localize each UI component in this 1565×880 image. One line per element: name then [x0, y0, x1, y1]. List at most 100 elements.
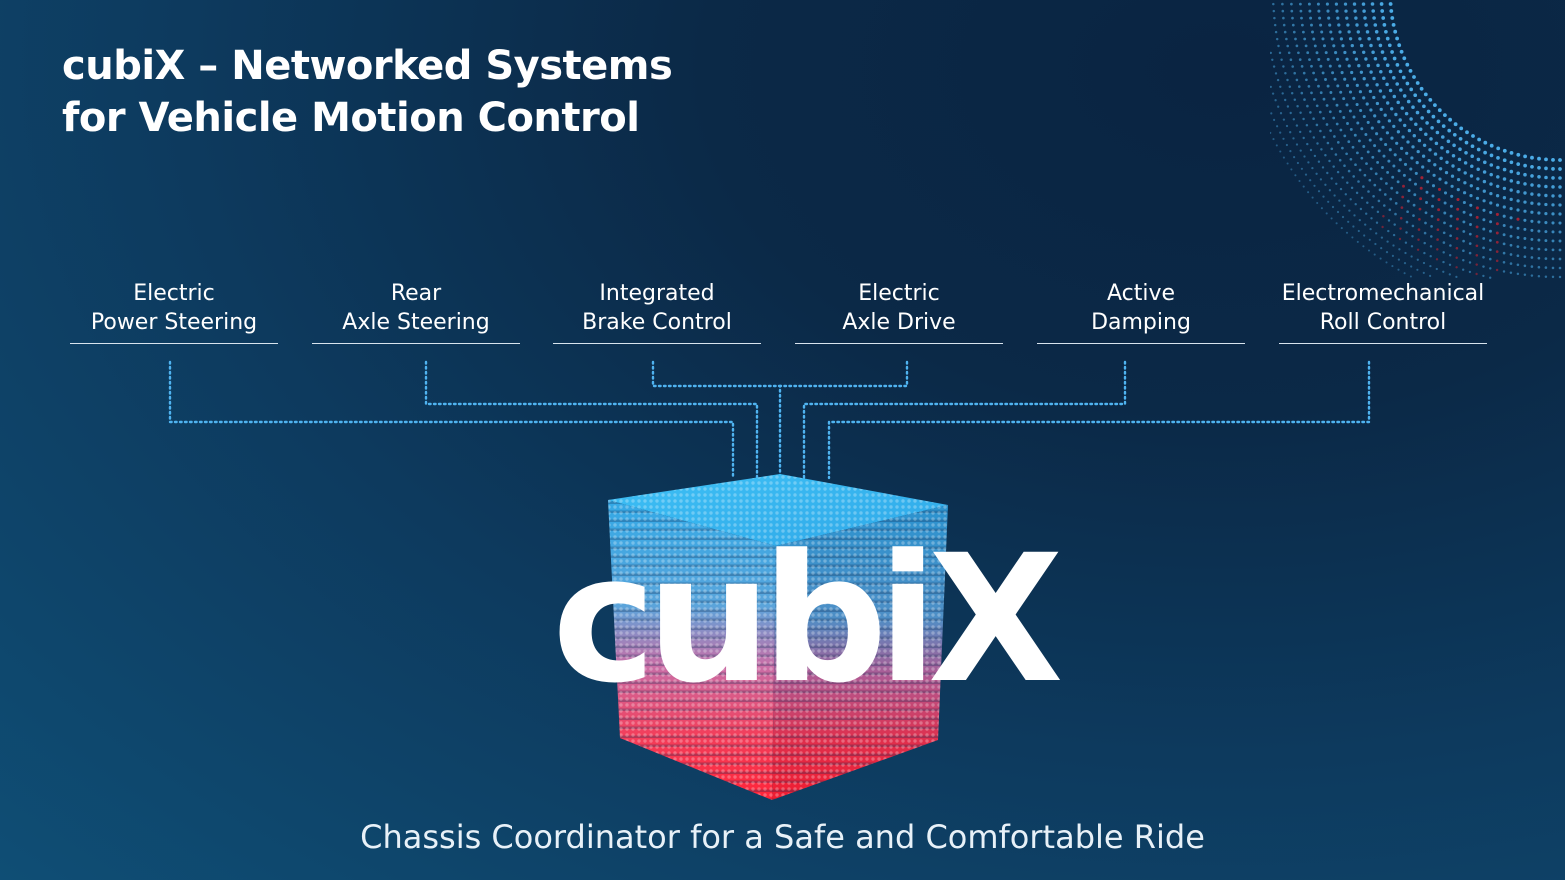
orbit-dot — [1412, 214, 1415, 217]
orbit-dot — [1453, 122, 1458, 127]
orbit-dot — [1382, 95, 1386, 99]
orbit-dot — [1368, 138, 1372, 142]
orbit-dot — [1544, 166, 1548, 171]
orbit-dot — [1544, 221, 1548, 225]
orbit-dot — [1343, 134, 1347, 138]
orbit-dot — [1496, 146, 1501, 151]
orbit-dot — [1471, 134, 1475, 138]
orbit-dot — [1462, 249, 1465, 252]
orbit-dot — [1371, 155, 1375, 159]
orbit-dot — [1495, 259, 1499, 263]
orbit-dot — [1349, 198, 1352, 201]
orbit-dot — [1317, 9, 1321, 13]
orbit-dot — [1370, 217, 1373, 220]
orbit-dot — [1398, 237, 1402, 241]
orbit-dot — [1343, 50, 1347, 55]
orbit-dot — [1270, 51, 1272, 55]
orbit-dot — [1324, 51, 1328, 55]
orbit-dot — [1489, 153, 1494, 158]
orbit-dot — [1412, 134, 1416, 138]
orbit-dot — [1332, 116, 1336, 120]
orbit-dot — [1509, 253, 1513, 256]
orbit-dot — [1387, 159, 1391, 163]
orbit-dot — [1382, 154, 1386, 158]
orbit-dot — [1482, 189, 1486, 193]
orbit-dot — [1537, 256, 1541, 260]
orbit-dot — [1350, 70, 1354, 75]
orbit-dot — [1400, 106, 1405, 110]
orbit-dot — [1339, 37, 1343, 41]
orbit-dot — [1383, 56, 1387, 61]
orbit-dot — [1404, 251, 1407, 255]
orbit-dot — [1320, 207, 1323, 210]
orbit-dot — [1436, 218, 1440, 222]
orbit-dot — [1421, 165, 1425, 169]
orbit-dot — [1386, 170, 1390, 174]
orbit-dot — [1455, 256, 1458, 260]
orbit-dot — [1551, 176, 1555, 180]
orbit-dot — [1412, 203, 1416, 207]
orbit-dot — [1286, 105, 1290, 108]
orbit-dot — [1496, 175, 1500, 179]
orbit-dot — [1495, 212, 1499, 216]
orbit-dot — [1335, 122, 1339, 126]
orbit-dot — [1421, 154, 1426, 158]
orbit-dot — [1377, 120, 1381, 124]
orbit-dot — [1398, 118, 1402, 122]
orbit-dot — [1387, 119, 1392, 123]
orbit-dot — [1318, 110, 1322, 114]
orbit-dot — [1475, 263, 1478, 266]
orbit-dot — [1463, 171, 1467, 175]
orbit-dot — [1302, 71, 1306, 75]
system-rear-axle-steering: Rear Axle Steering — [312, 279, 520, 344]
orbit-dot — [1402, 184, 1405, 188]
orbit-dot — [1335, 103, 1339, 107]
orbit-dot — [1284, 98, 1287, 102]
orbit-dot — [1468, 270, 1472, 274]
orbit-dot — [1274, 72, 1278, 75]
orbit-dot — [1435, 267, 1438, 271]
orbit-dot — [1458, 136, 1463, 141]
orbit-dot — [1409, 167, 1413, 171]
orbit-dot — [1359, 43, 1364, 48]
orbit-dot — [1390, 107, 1394, 111]
orbit-dot — [1476, 157, 1481, 162]
orbit-dot — [1456, 197, 1460, 202]
orbit-dot — [1391, 175, 1395, 179]
orbit-dot — [1558, 221, 1562, 225]
orbit-dot — [1343, 77, 1347, 81]
orbit-dot — [1530, 155, 1534, 160]
orbit-dot — [1312, 136, 1316, 139]
orbit-dot — [1411, 145, 1415, 149]
orbit-dot — [1376, 160, 1380, 164]
orbit-dot — [1375, 101, 1380, 106]
orbit-dot — [1396, 180, 1400, 184]
orbit-dot — [1544, 248, 1548, 251]
orbit-dot — [1419, 86, 1424, 91]
orbit-dot — [1462, 220, 1466, 224]
orbit-dot — [1352, 175, 1355, 178]
orbit-dot — [1523, 246, 1527, 249]
orbit-dot — [1345, 16, 1349, 20]
orbit-dot — [1464, 151, 1468, 155]
orbit-dot — [1424, 211, 1428, 215]
orbit-dot — [1394, 212, 1397, 216]
orbit-dot — [1537, 274, 1541, 278]
orbit-dot — [1397, 258, 1400, 261]
orbit-dot — [1408, 178, 1412, 182]
orbit-dot — [1489, 143, 1494, 148]
orbit-dot — [1323, 44, 1326, 48]
orbit-dot — [1289, 58, 1293, 61]
orbit-dot — [1523, 163, 1527, 168]
orbit-dot — [1544, 202, 1548, 207]
orbit-dot — [1358, 37, 1362, 41]
orbit-dot — [1465, 130, 1469, 135]
orbit-dot — [1289, 131, 1292, 134]
orbit-dot — [1551, 266, 1555, 270]
orbit-dot — [1277, 44, 1280, 48]
orbit-dot — [1438, 177, 1442, 181]
orbit-dot — [1468, 232, 1472, 236]
orbit-dot — [1322, 195, 1325, 198]
orbit-dot — [1375, 132, 1379, 136]
orbit-dot — [1462, 200, 1466, 205]
